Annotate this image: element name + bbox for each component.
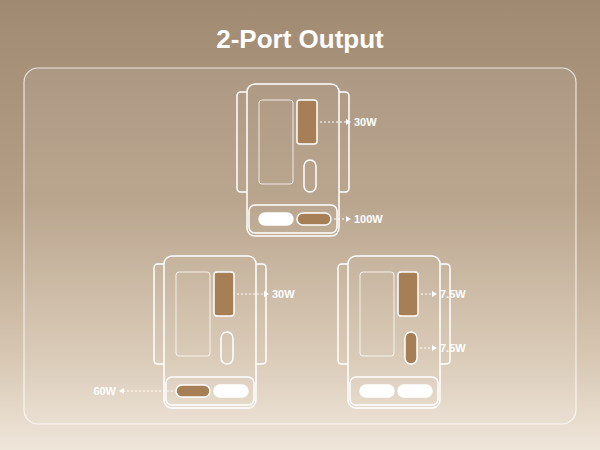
charger-ear [237,92,247,192]
wattage-label: 30W [272,288,295,301]
wattage-label: 100W [354,213,383,226]
wattage-label: 7.5W [440,342,466,355]
charger-ear [256,264,266,364]
arrowhead [432,291,437,297]
display [259,100,293,184]
usb-c-port [360,385,394,397]
leader-line [420,348,434,349]
charger-ear [154,264,164,364]
title: 2-Port Output [0,24,600,55]
charger-body [164,256,256,408]
arrowhead [119,388,124,394]
charger-body [247,84,339,236]
usb-a-port [297,100,317,144]
usb-c-port [297,213,331,225]
port-band [249,205,337,233]
arrowhead [432,345,437,351]
wattage-label: 60W [93,385,116,398]
charger-ear [339,92,349,192]
usb-c-port [398,385,432,397]
charger [338,256,450,408]
wattage-label: 7.5W [440,288,466,301]
charger-ear [338,264,348,364]
leader-line [320,122,348,123]
arrowhead [346,216,351,222]
usb-a-port [214,272,234,316]
usb-c-port [405,332,417,364]
leader-line [122,391,173,392]
usb-c-port [214,385,248,397]
panel [24,68,576,424]
usb-c-port [259,213,293,225]
display [360,272,394,356]
leader-line [237,294,266,295]
usb-c-port [304,160,316,192]
arrowhead [264,291,269,297]
port-band [166,377,254,405]
usb-c-port [176,385,210,397]
charger-body [348,256,440,408]
charger [154,256,266,408]
display [176,272,210,356]
arrowhead [346,119,351,125]
leader-line [334,219,348,220]
charger [237,84,349,236]
usb-c-port [221,332,233,364]
usb-a-port [398,272,418,316]
port-band [350,377,438,405]
wattage-label: 30W [354,116,377,129]
